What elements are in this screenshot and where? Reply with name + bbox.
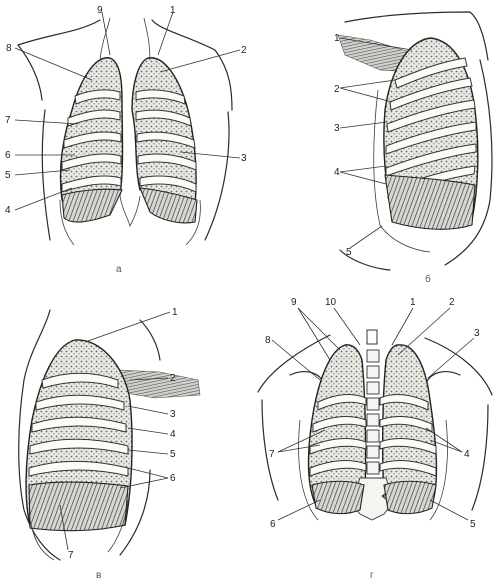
diaphragm-left-g [384,481,436,513]
label-5: 5 [170,449,176,460]
panel-b: 1 2 3 4 5 б [334,12,492,285]
caption-g: г [370,570,374,581]
vertebra-c7 [367,330,377,344]
label-3: 3 [170,409,176,420]
label-8: 8 [265,335,271,346]
label-1: 1 [410,297,416,308]
label-1: 1 [170,5,176,16]
caption-v: в [96,570,101,581]
label-7: 7 [5,115,11,126]
label-6: 6 [5,150,11,161]
label-7: 7 [269,449,275,460]
label-5: 5 [5,170,11,181]
costophrenic-sinus-right [62,189,122,222]
label-4: 4 [5,205,11,216]
label-1: 1 [334,33,340,44]
label-7: 7 [68,550,74,561]
label-2: 2 [241,45,247,56]
label-5: 5 [346,247,352,258]
label-3: 3 [334,123,340,134]
panel-g: 9 10 1 2 8 3 7 4 6 5 г [258,297,492,581]
label-1: 1 [172,307,178,318]
panel-v: 1 2 3 4 5 6 7 в [19,307,200,581]
label-3: 3 [474,328,480,339]
diaphragm-v [29,482,128,531]
label-3: 3 [241,153,247,164]
label-10: 10 [325,297,337,308]
label-6: 6 [170,473,176,484]
label-2: 2 [449,297,455,308]
label-9: 9 [97,5,103,16]
label-9: 9 [291,297,297,308]
label-2: 2 [334,84,340,95]
label-6: 6 [270,519,276,530]
label-4: 4 [334,167,340,178]
caption-b: б [425,273,431,285]
diaphragm-right-g [312,481,364,513]
diaphragm-b [385,175,475,229]
labels-a: 9 1 8 2 7 6 3 5 4 а [5,5,247,275]
label-4: 4 [464,449,470,460]
label-8: 8 [6,43,12,54]
label-2: 2 [170,373,176,384]
arm-shadow-v [118,370,200,398]
panel-a: 9 1 8 2 7 6 3 5 4 а [5,5,247,275]
label-4: 4 [170,429,176,440]
label-5: 5 [470,519,476,530]
caption-a: а [116,264,122,275]
